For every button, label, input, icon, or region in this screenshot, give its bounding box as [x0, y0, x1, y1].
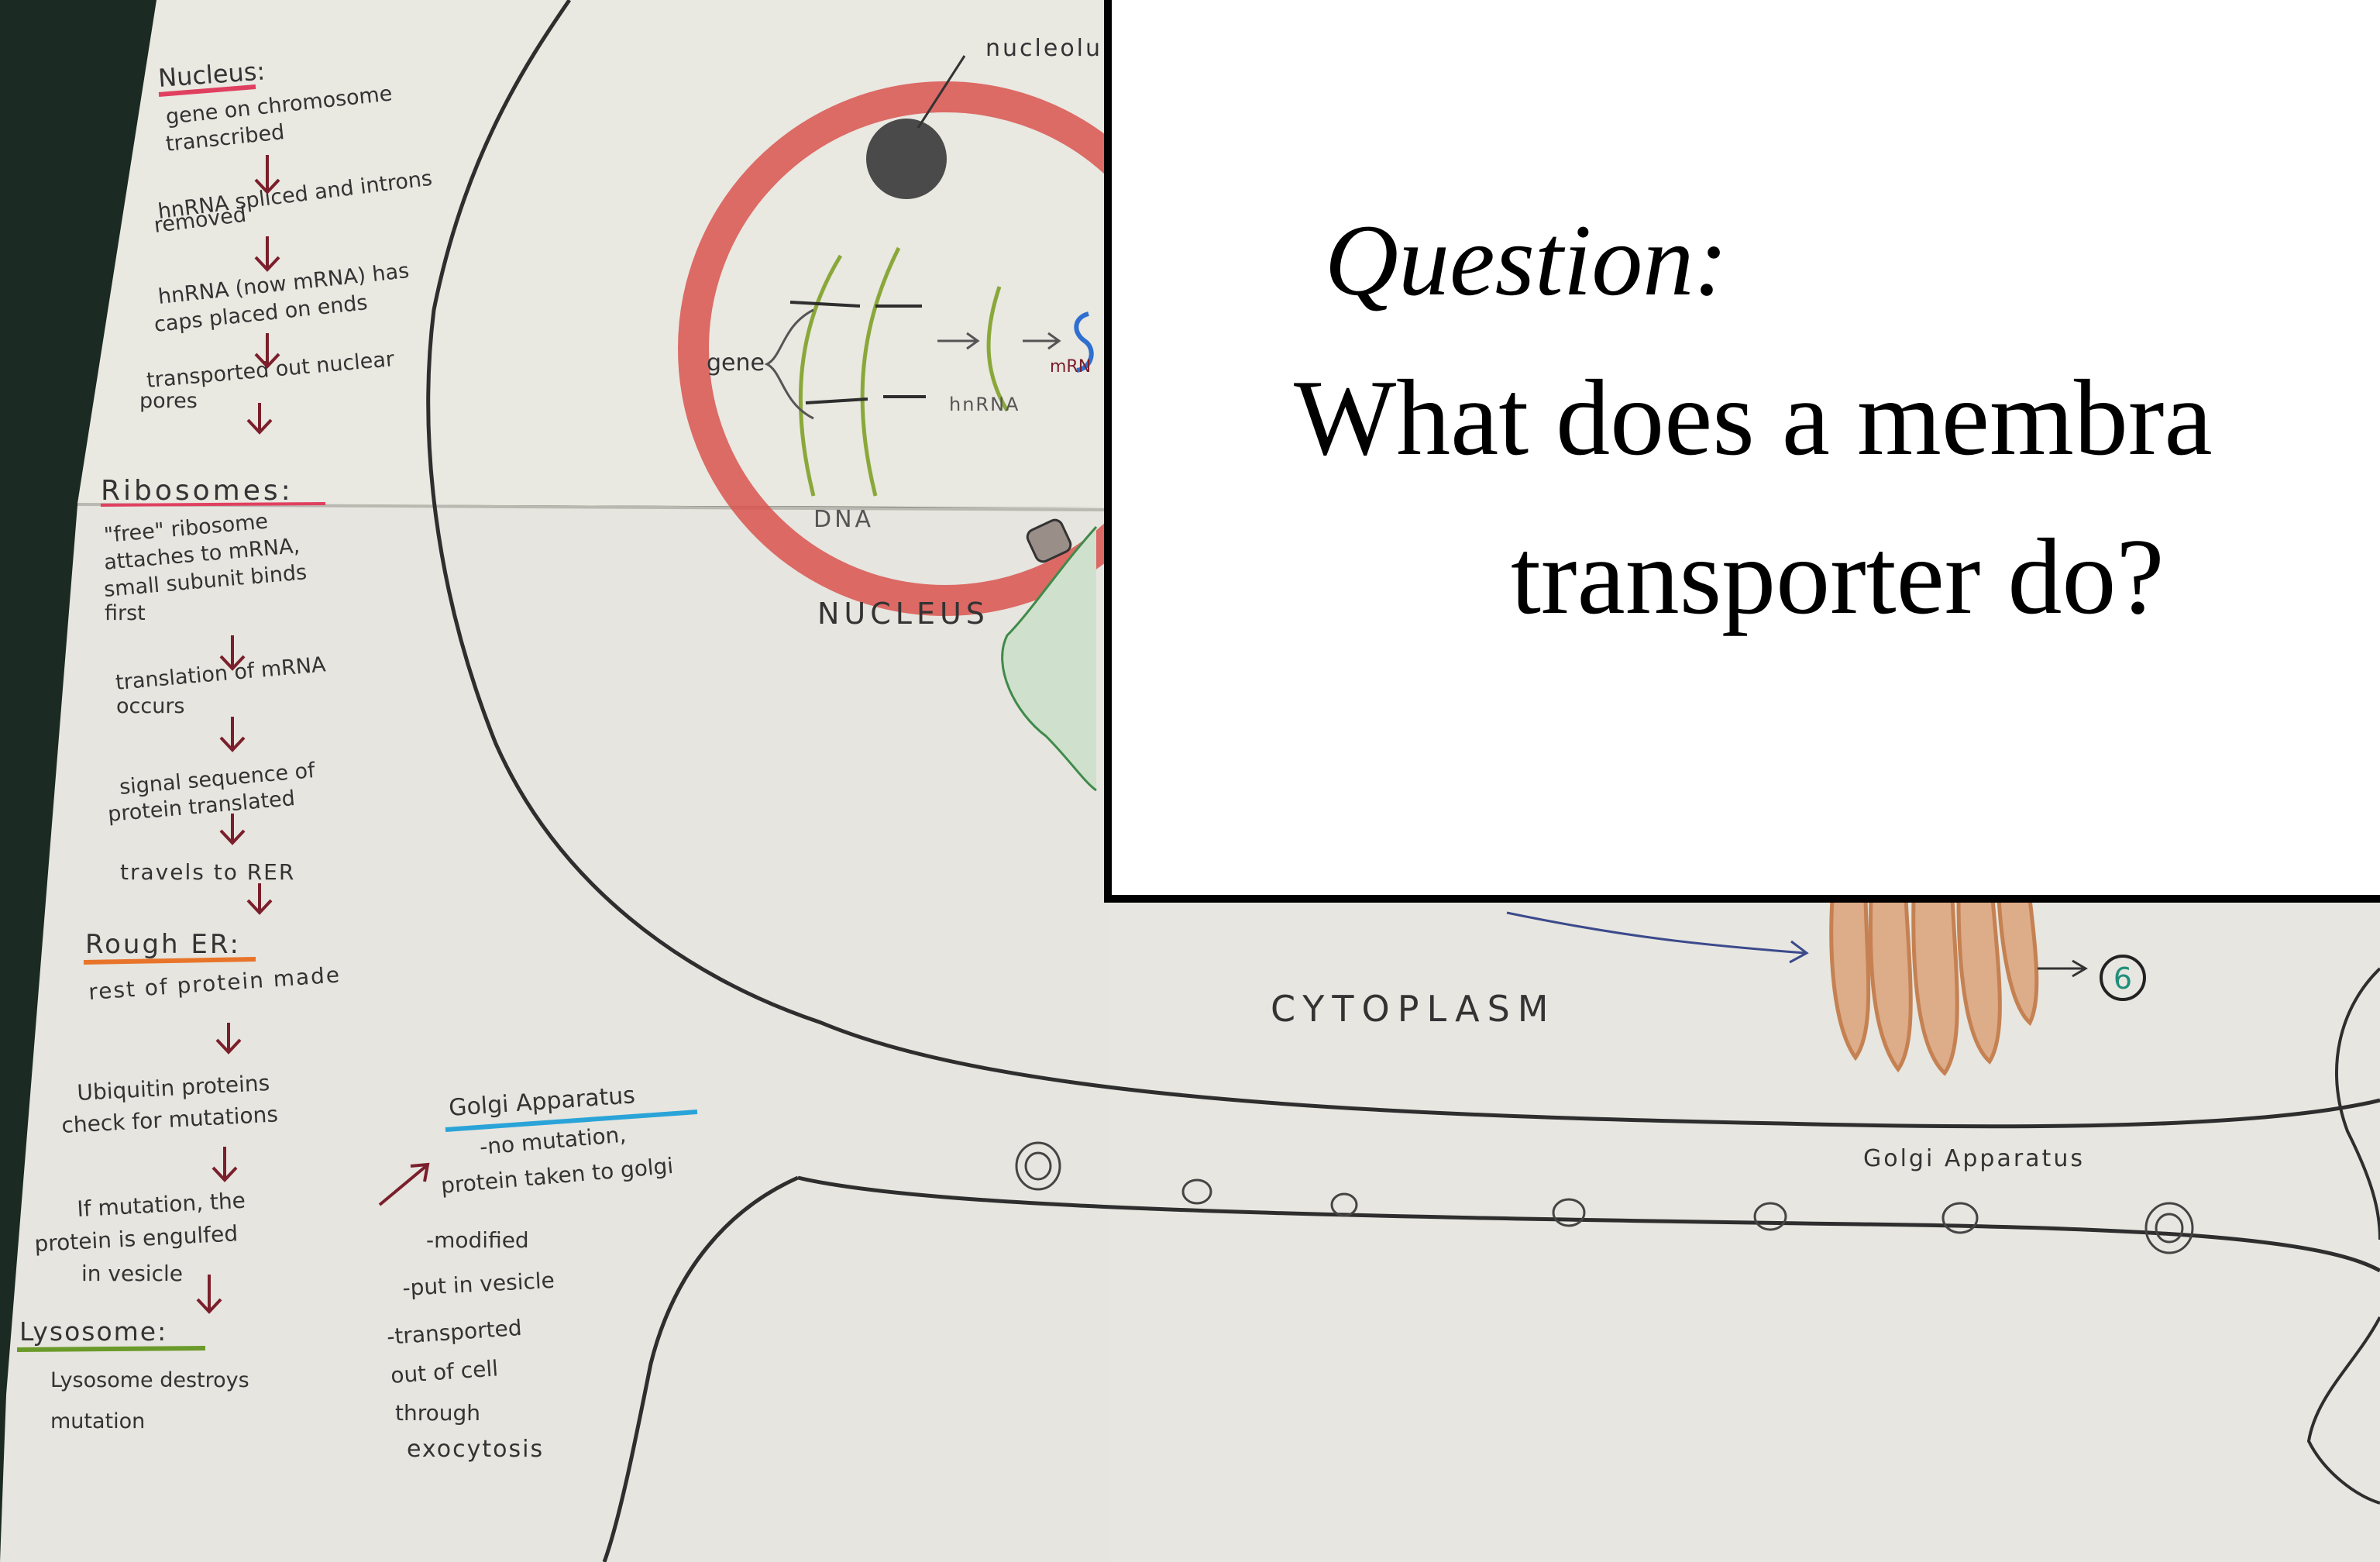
ribosomes-underline [100, 502, 326, 507]
ribosomes-heading: Ribosomes: [101, 475, 294, 507]
question-text-line1: What does a membra [1294, 358, 2213, 478]
ribosomes-step: travels to RER [120, 859, 295, 885]
rough-er-heading: Rough ER: [85, 929, 241, 960]
question-card: Question: What does a membra transporter… [1104, 0, 2380, 903]
nucleus-label: NUCLEUS [817, 597, 989, 631]
lysosome-heading: Lysosome: [19, 1316, 167, 1347]
mrna-squiggle [1074, 311, 1094, 373]
nuclear-pore [1026, 518, 1072, 563]
right-cell-outline [2334, 967, 2380, 1240]
right-cell-outline-lower [2306, 1316, 2380, 1505]
cell-membrane-outline [426, 0, 2380, 1129]
mutation-text: in vesicle [81, 1261, 183, 1286]
step-arrow [2038, 959, 2088, 978]
step-number-badge [2100, 955, 2146, 1001]
gene-ticks [789, 301, 926, 404]
cell-membrane-outline-lower [797, 1175, 2380, 1273]
question-label: Question: [1324, 203, 1728, 317]
mrna-label: mRN [1050, 357, 1091, 377]
gene-strands [798, 246, 1009, 497]
rough-er-underline [83, 957, 256, 965]
dna-label: DNA [813, 506, 874, 533]
golgi-step: through [395, 1400, 480, 1426]
golgi-apparatus-shape [1829, 896, 2039, 1076]
paper-right-sheet [1108, 899, 2380, 1562]
lysosome-text: Lysosome destroys [50, 1368, 249, 1392]
transcription-arrow [937, 332, 980, 350]
golgi-underline [445, 1110, 698, 1132]
gene-label: gene [707, 349, 765, 377]
cytoplasm-green-region [1001, 525, 1098, 792]
ribosomes-step: first [105, 601, 146, 625]
step-number: 6 [2113, 962, 2132, 996]
golgi-pointer-arrow [1506, 911, 1809, 964]
flow-arrows [196, 155, 430, 1314]
processing-arrow [1023, 332, 1061, 350]
question-text-line2: transporter do? [1511, 517, 2165, 637]
golgi-step: -modified [426, 1227, 529, 1253]
gene-brace [764, 308, 814, 420]
nucleolus-label: nucleolu [985, 35, 1102, 62]
lysosome-underline [16, 1346, 206, 1352]
hnrna-label: hnRNA [949, 394, 1020, 415]
golgi-apparatus-label: Golgi Apparatus [1863, 1145, 2085, 1172]
nucleus-underline [158, 84, 256, 97]
nucleolus-shape [866, 119, 947, 199]
ribosomes-step: occurs [116, 694, 185, 718]
nucleus-step: pores [139, 389, 198, 413]
vesicle-row [1015, 1141, 2194, 1254]
cytoplasm-label: CYTOPLASM [1271, 988, 1556, 1030]
lysosome-text: mutation [50, 1409, 145, 1433]
neighbor-cell-outline [602, 1175, 800, 1562]
nucleolus-pointer [917, 55, 966, 129]
golgi-step: exocytosis [407, 1436, 544, 1463]
